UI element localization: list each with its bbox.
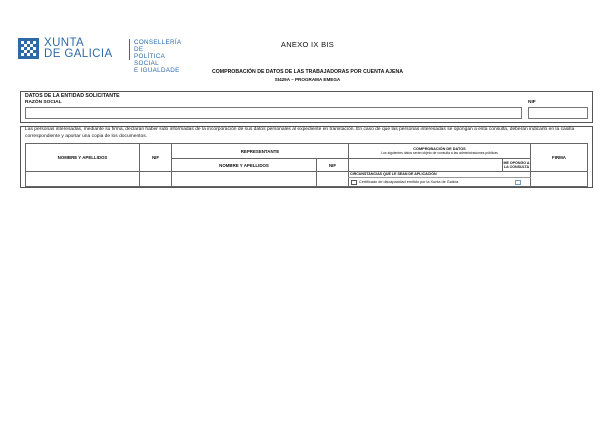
cell-rep-nombre[interactable] [171,171,317,187]
col-header-nif-label: NIF [151,155,160,160]
cell-nif[interactable] [139,171,172,187]
col-header-me-opongo: ME OPONGO A LA CONSULTA [502,158,531,172]
cell-firma[interactable] [530,171,588,187]
col-header-representante-label: REPRESENTANTE [240,148,280,154]
cell-nombre[interactable] [25,171,140,187]
entity-section [20,91,593,123]
col-header-rep-nif: NIF [316,158,349,172]
logo-conselleria-line2: POLÍTICA SOCIAL [134,53,165,68]
col-header-rep-nombre: NOMBRE Y APELLIDOS [171,158,317,172]
comprobacion-subtitle: Los siguientes datos serán objeto de con… [381,151,498,155]
entity-section-heading: DATOS DE LA ENTIDAD SOLICITANTE [25,93,120,99]
me-opongo-label: ME OPONGO A LA CONSULTA [503,160,530,169]
certificado-label: Certificado de discapacidad emitido por … [359,179,459,184]
col-header-rep-nif-label: NIF [328,162,337,168]
logo-xunta-text: XUNTA DE GALICIA [44,37,113,60]
firma-label: FIRMA [552,155,566,160]
col-header-nombre: NOMBRE Y APELLIDOS [25,143,140,172]
logo-conselleria-text: CONSELLERÍA DE POLÍTICA SOCIAL E IGUALDA… [134,39,181,74]
xunta-logo: XUNTA DE GALICIA CONSELLERÍA DE POLÍTICA… [18,37,181,74]
annex-title: ANEXO IX BIS [280,40,335,49]
xunta-emblem-icon [18,38,39,59]
certificado-checkbox[interactable] [351,180,357,185]
document-title: COMPROBACIÓN DE DATOS DE LAS TRABAJADORA… [212,69,403,75]
col-header-nombre-label: NOMBRE Y APELLIDOS [57,155,108,160]
nif-label: NIF [528,100,536,105]
comprobacion-title: COMPROBACIÓN DE DATOS [413,147,466,151]
nif-field[interactable] [528,107,588,119]
razon-social-field[interactable] [25,107,522,119]
comprobacion-blank-cell [348,158,503,172]
me-opongo-checkbox[interactable] [515,180,521,185]
col-header-representante: REPRESENTANTE [171,143,349,159]
document-subtitle: SI429A – PROGRAMA EMEGA [274,77,341,82]
col-header-firma: FIRMA [530,143,588,172]
consent-section [20,126,593,188]
razon-social-label: RAZÓN SOCIAL [25,100,62,105]
circunstancias-divider [348,177,531,178]
col-header-comprobacion: COMPROBACIÓN DE DATOS Los siguientes dat… [348,143,531,159]
logo-xunta-line1: XUNTA [44,37,85,49]
col-header-nif: NIF [139,143,172,172]
consent-paragraph: Las personas interesadas, mediante su fi… [25,127,575,139]
logo-conselleria-line3: E IGUALDADE [134,67,180,75]
logo-divider [129,39,130,60]
logo-conselleria-line1: CONSELLERÍA DE [134,39,182,54]
logo-xunta-line2: DE GALICIA [44,48,113,60]
col-header-rep-nombre-label: NOMBRE Y APELLIDOS [219,162,269,168]
circunstancias-label: CIRCUNSTANCIAS QUE LE SEAN DE APLICACIÓN [350,172,437,176]
cell-rep-nif[interactable] [316,171,349,187]
